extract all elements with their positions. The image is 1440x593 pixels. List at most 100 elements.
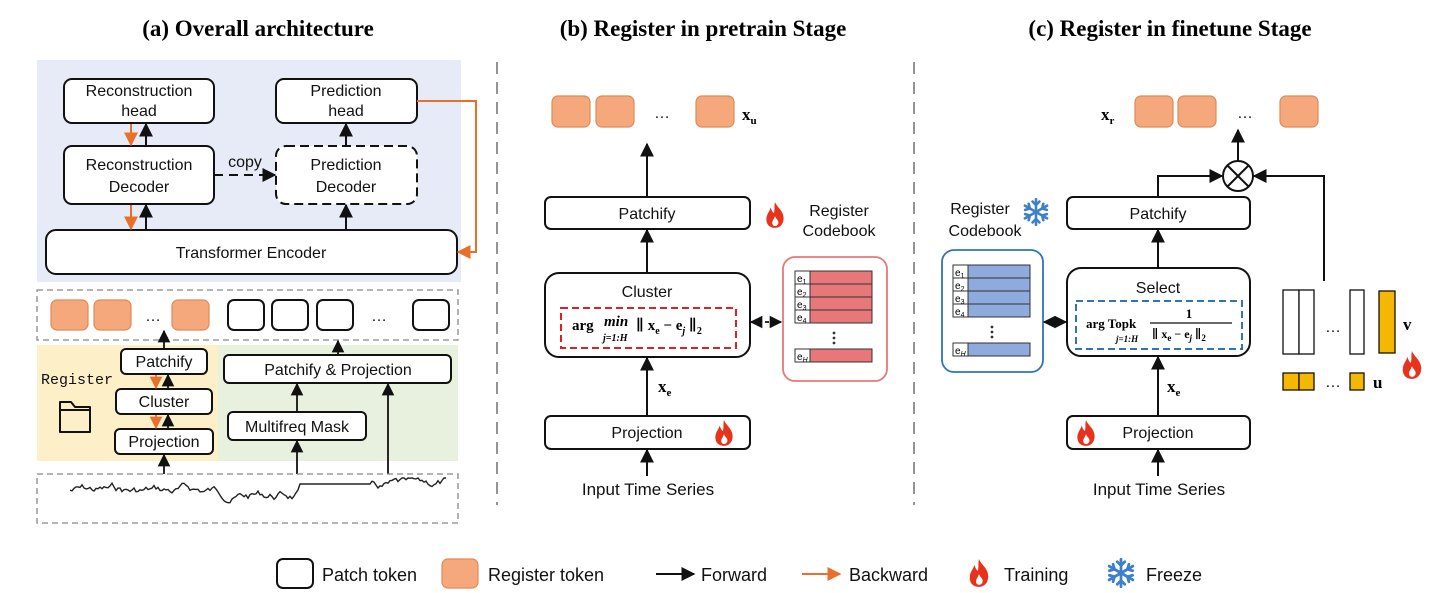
prompt-vector-u: … u	[1282, 372, 1382, 392]
arrow-prompt-to-multiply	[1252, 169, 1325, 281]
legend-register-token: Register token	[488, 565, 604, 585]
prediction-decoder-box: Prediction Decoder	[275, 145, 418, 205]
cluster-label-a: Cluster	[139, 394, 190, 411]
svg-text:e4: e4	[955, 307, 965, 319]
prediction-head-box: Prediction head	[275, 78, 418, 124]
backward-phead-to-enc	[417, 100, 477, 259]
legend-forward: Forward	[701, 565, 767, 585]
cluster-box-b: Cluster arg min j=1:H ∥ xe − ej ∥2	[544, 272, 751, 358]
register-token	[695, 95, 735, 128]
svg-text:e3: e3	[797, 300, 807, 312]
cluster-box-a: Cluster	[115, 388, 213, 415]
projection-label-b: Projection	[611, 425, 682, 442]
codebook-b-line1: Register	[809, 203, 869, 220]
input-series-label-b: Input Time Series	[582, 480, 714, 499]
prediction-head-line1: Prediction	[310, 83, 381, 100]
register-token	[1177, 95, 1217, 128]
register-token	[551, 95, 591, 128]
legend-training: Training	[1004, 565, 1068, 585]
snowflake-icon	[1107, 558, 1135, 588]
multiply-operator	[1222, 160, 1254, 192]
svg-text:arg: arg	[572, 318, 594, 334]
svg-text:j=1:H: j=1:H	[1114, 334, 1139, 344]
svg-text:∥ xe − ej ∥2: ∥ xe − ej ∥2	[636, 317, 702, 337]
prompt-v-ellipsis: …	[1325, 319, 1341, 336]
time-series-waveform	[69, 477, 446, 504]
register-token	[1279, 95, 1319, 128]
token-ellipsis: …	[371, 308, 387, 325]
flame-icon	[1402, 351, 1422, 379]
projection-box-c: Projection	[1066, 415, 1251, 450]
select-formula: arg Topk j=1:H 1 ∥ xe − ej ∥2	[1086, 306, 1232, 344]
flame-icon	[969, 559, 989, 587]
token-ellipsis: …	[145, 308, 161, 325]
patchify-box-c: Patchify	[1066, 196, 1251, 230]
svg-text:e1: e1	[797, 274, 807, 286]
patchify-box-b: Patchify	[544, 196, 751, 230]
patchify-label-c: Patchify	[1130, 206, 1187, 223]
output-xr-label: xr	[1101, 105, 1115, 127]
reconstruction-head-line2: head	[121, 103, 157, 120]
patchify-projection-box: Patchify & Projection	[223, 354, 452, 384]
patch-token	[227, 299, 265, 331]
snowflake-icon	[1023, 198, 1049, 226]
prediction-decoder-line1: Prediction	[310, 157, 381, 174]
legend: Patch token Register token Forward Backw…	[276, 558, 1202, 589]
svg-text:e1: e1	[955, 268, 965, 280]
svg-text:∥ xe − ej ∥2: ∥ xe − ej ∥2	[1152, 327, 1206, 343]
transformer-encoder-label: Transformer Encoder	[176, 245, 327, 262]
register-token	[171, 299, 210, 331]
svg-text:arg Topk: arg Topk	[1086, 316, 1137, 331]
codebook-c: e1 e2 e3 e4 eH	[941, 249, 1044, 373]
svg-text:e2: e2	[955, 281, 965, 293]
token-row-frame	[36, 289, 459, 341]
arrow-patchify-to-multiply	[1157, 169, 1224, 197]
register-ellipsis-b: …	[654, 105, 670, 122]
input-series-label-c: Input Time Series	[1093, 480, 1225, 499]
svg-text:e3: e3	[955, 294, 965, 306]
legend-patch-token-swatch	[276, 558, 314, 589]
projection-box-a: Projection	[114, 428, 214, 455]
patchify-projection-label: Patchify & Projection	[264, 362, 412, 379]
patch-token	[271, 299, 309, 331]
select-formula-frame	[1075, 300, 1243, 350]
legend-register-token-swatch	[441, 558, 479, 589]
cluster-formula: arg min j=1:H ∥ xe − ej ∥2	[572, 314, 702, 344]
svg-text:e2: e2	[797, 287, 807, 299]
cluster-label-b: Cluster	[622, 284, 673, 301]
svg-text:e4: e4	[797, 313, 807, 325]
panel-b-title: (b) Register in pretrain Stage	[560, 16, 847, 41]
svg-text:eH: eH	[797, 352, 809, 364]
prediction-decoder-line2: Decoder	[316, 179, 377, 196]
patchify-label-b: Patchify	[619, 206, 676, 223]
select-label-c: Select	[1136, 280, 1181, 297]
register-token	[595, 95, 635, 128]
codebook-b: e1 e2 e3 e4 eH	[782, 256, 888, 382]
prompt-u-label: u	[1373, 373, 1382, 392]
reconstruction-decoder-line2: Decoder	[109, 179, 170, 196]
svg-text:1: 1	[1186, 306, 1193, 321]
flame-icon	[766, 202, 784, 228]
select-box-c: Select arg Topk j=1:H 1 ∥ xe − ej ∥2	[1066, 267, 1251, 357]
transformer-encoder-box: Transformer Encoder	[45, 229, 458, 275]
multifreq-mask-box: Multifreq Mask	[227, 411, 367, 441]
svg-text:j=1:H: j=1:H	[601, 333, 629, 344]
xe-label-b: xe	[658, 377, 672, 399]
folder-icon	[59, 401, 91, 433]
patch-token	[316, 299, 354, 331]
legend-freeze: Freeze	[1146, 565, 1202, 585]
codebook-c-line2: Codebook	[949, 223, 1023, 240]
prompt-v-label: v	[1403, 315, 1412, 334]
register-ellipsis-c: …	[1237, 105, 1253, 122]
register-module-label: Register	[41, 372, 113, 389]
xe-label-c: xe	[1167, 377, 1181, 399]
legend-patch-token: Patch token	[322, 565, 417, 585]
patchify-box-a: Patchify	[120, 348, 208, 375]
multifreq-mask-label: Multifreq Mask	[245, 419, 350, 436]
reconstruction-decoder-line1: Reconstruction	[86, 157, 193, 174]
panel-a-title: (a) Overall architecture	[142, 16, 374, 41]
svg-text:eH: eH	[955, 346, 967, 358]
register-token	[50, 299, 89, 331]
legend-backward: Backward	[849, 565, 928, 585]
